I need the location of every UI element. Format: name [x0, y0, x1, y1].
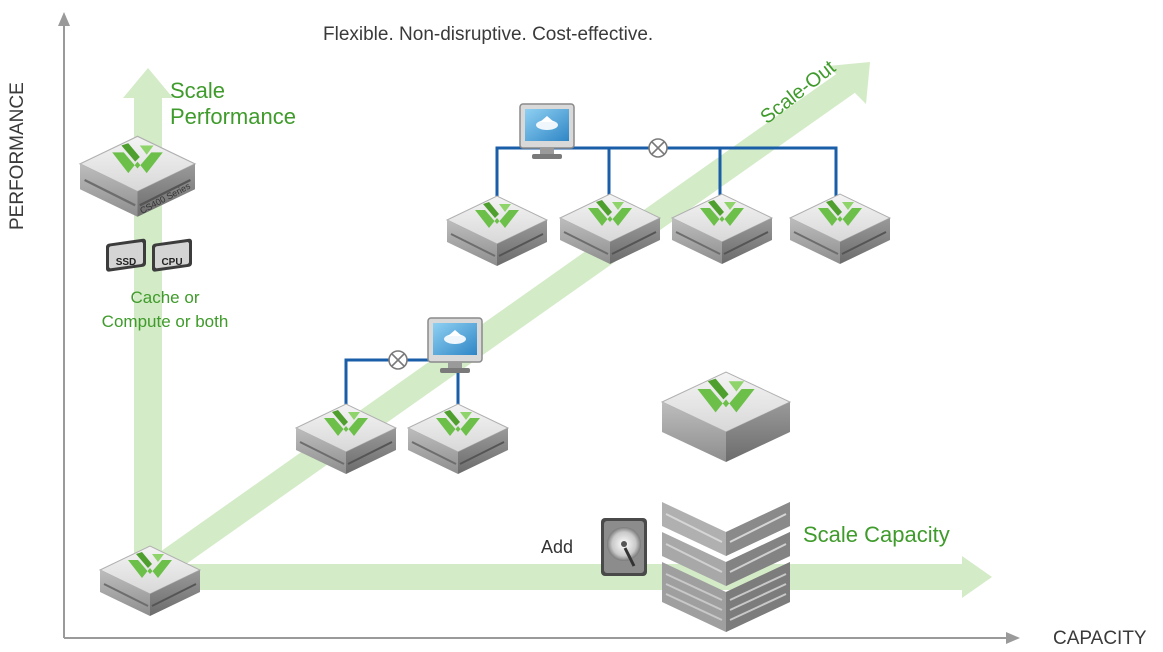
headline: Flexible. Non-disruptive. Cost-effective… [323, 24, 654, 45]
cpu-chip-icon [152, 238, 192, 272]
scale-capacity-arrow [150, 556, 992, 598]
storage-node-icon [789, 193, 891, 265]
hard-drive-icon [601, 518, 647, 576]
cache-compute-label: Cache or Compute or both [80, 286, 250, 334]
scale-performance-line1: Scale [170, 78, 226, 103]
x-axis [64, 632, 1020, 644]
cache-line1: Cache or [130, 288, 200, 307]
storage-node-icon [446, 195, 548, 267]
y-axis [58, 12, 70, 638]
monitor-icon [519, 103, 575, 160]
y-axis-label: PERFORMANCE [7, 82, 28, 230]
scale-performance-label: Scale Performance [170, 78, 296, 130]
cs400-node-icon [78, 135, 197, 218]
cpu-chip-label: CPU [161, 257, 182, 268]
ssd-chip-icon [106, 238, 146, 272]
add-label: Add [541, 537, 574, 557]
scale-capacity-label: Scale Capacity [803, 522, 950, 547]
cache-line2: Compute or both [101, 312, 229, 331]
scale-performance-line2: Performance [170, 104, 296, 129]
capacity-stack-icon [660, 371, 792, 632]
ssd-chip-label: SSD [116, 257, 137, 268]
storage-node-icon [407, 403, 509, 475]
x-axis-label: CAPACITY [1053, 628, 1147, 649]
switch-icon [388, 350, 408, 370]
switch-icon [648, 138, 668, 158]
storage-node-icon [559, 193, 661, 265]
